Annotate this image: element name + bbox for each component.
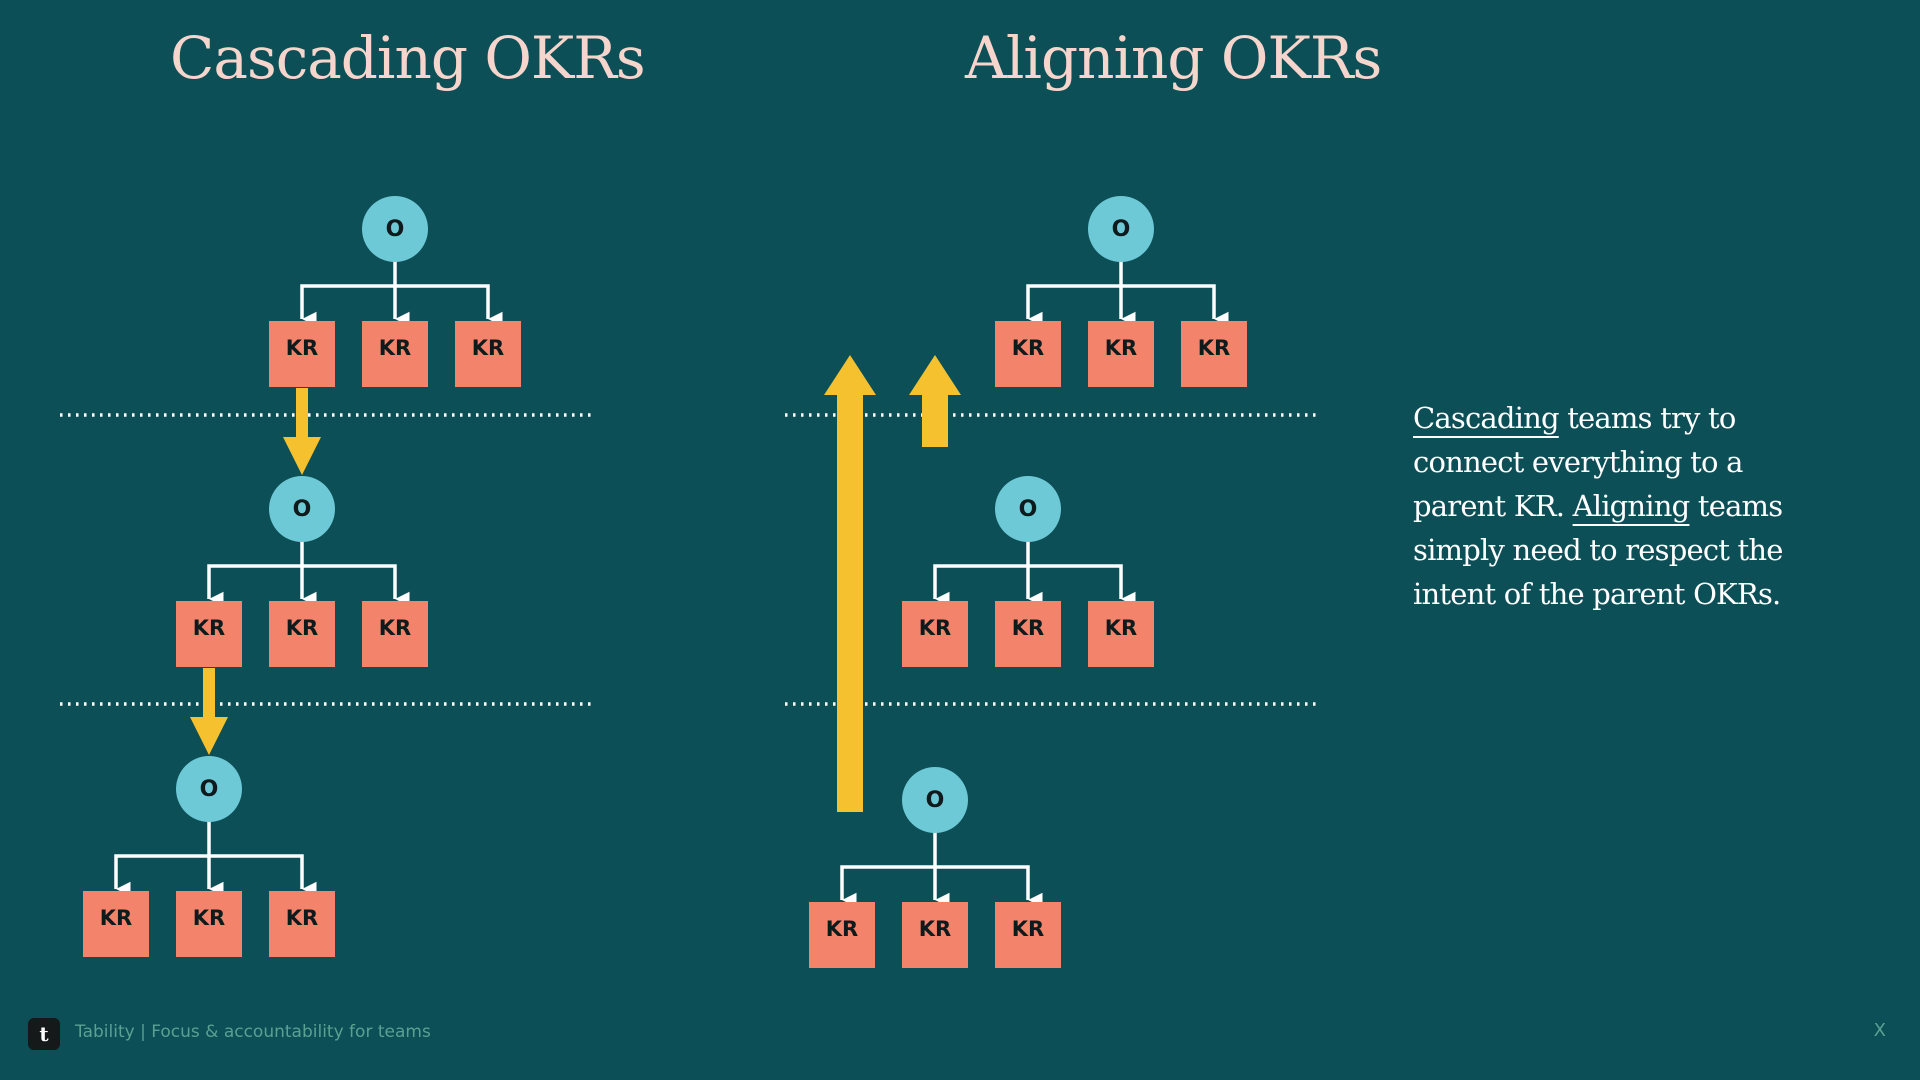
objective-node	[269, 476, 335, 542]
key-result-label: KR	[472, 336, 504, 360]
key-result-label: KR	[826, 917, 858, 941]
cascade-arrow-head	[283, 437, 321, 475]
explanation-part: teams simply need to respect the intent …	[1413, 489, 1783, 611]
key-result-node	[455, 321, 521, 387]
relationship-arrows	[190, 355, 961, 812]
key-result-node	[269, 601, 335, 667]
aligning-term: Aligning	[1572, 489, 1691, 523]
key-result-label: KR	[379, 616, 411, 640]
key-result-node	[995, 902, 1061, 968]
cascading-okrs-title: Cascading OKRs	[170, 24, 646, 92]
connector-line	[207, 564, 410, 607]
connector-line	[114, 854, 317, 897]
cascading-term: Cascading	[1413, 401, 1560, 435]
key-result-node	[1088, 321, 1154, 387]
align-arrow-head	[909, 355, 961, 395]
align-arrow-shaft	[922, 393, 948, 447]
key-result-label: KR	[100, 906, 132, 930]
key-result-label: KR	[1198, 336, 1230, 360]
okr-tree: O KR KR KR	[995, 196, 1247, 387]
connector-line	[840, 865, 1043, 908]
objective-node	[176, 756, 242, 822]
key-result-label: KR	[1105, 336, 1137, 360]
key-result-label: KR	[1012, 917, 1044, 941]
key-result-node	[902, 902, 968, 968]
key-result-label: KR	[193, 616, 225, 640]
objective-label: O	[926, 788, 945, 813]
key-result-label: KR	[286, 336, 318, 360]
page-mark: X	[1873, 1020, 1886, 1041]
team-level-dividers	[60, 413, 1318, 706]
cascade-arrow-shaft	[296, 388, 308, 439]
key-result-node	[362, 321, 428, 387]
tability-logo[interactable]: t	[28, 1018, 60, 1050]
key-result-label: KR	[379, 336, 411, 360]
objective-node	[995, 476, 1061, 542]
key-result-label: KR	[1105, 616, 1137, 640]
key-result-node	[995, 321, 1061, 387]
objective-label: O	[1112, 217, 1131, 242]
aligning-okrs-title: Aligning OKRs	[965, 24, 1382, 92]
cascade-arrow-shaft	[203, 668, 215, 719]
okr-tree: O KR KR KR	[83, 756, 335, 957]
footer-tagline: Tability | Focus & accountability for te…	[75, 1022, 431, 1042]
key-result-label: KR	[286, 906, 318, 930]
explanation-text: Cascading teams try to connect everythin…	[1413, 396, 1833, 616]
key-result-node	[1181, 321, 1247, 387]
objective-label: O	[386, 217, 405, 242]
key-result-node	[269, 321, 335, 387]
key-result-node	[83, 891, 149, 957]
key-result-label: KR	[1012, 336, 1044, 360]
cascade-arrow-head	[190, 717, 228, 755]
key-result-node	[995, 601, 1061, 667]
key-result-node	[176, 891, 242, 957]
objective-node	[902, 767, 968, 833]
objective-node	[362, 196, 428, 262]
objective-node	[1088, 196, 1154, 262]
key-result-label: KR	[919, 616, 951, 640]
okr-tree: O KR KR KR	[176, 476, 428, 667]
align-arrow-head	[824, 355, 876, 395]
key-result-label: KR	[1012, 616, 1044, 640]
key-result-node	[362, 601, 428, 667]
okr-tree: O KR KR KR	[902, 476, 1154, 667]
key-result-node	[1088, 601, 1154, 667]
key-result-node	[269, 891, 335, 957]
connector-line	[1026, 284, 1229, 327]
key-result-label: KR	[193, 906, 225, 930]
objective-label: O	[200, 777, 219, 802]
okr-trees: O KR KR KR O KR KR KR O KR KR KR O KR KR KR O KR KR KR O KR KR…	[83, 196, 1247, 968]
objective-label: O	[293, 497, 312, 522]
okr-tree: O KR KR KR	[809, 767, 1061, 968]
objective-label: O	[1019, 497, 1038, 522]
key-result-label: KR	[286, 616, 318, 640]
key-result-node	[176, 601, 242, 667]
okr-tree: O KR KR KR	[269, 196, 521, 387]
connector-line	[300, 284, 503, 327]
key-result-label: KR	[919, 917, 951, 941]
explanation-part: teams try to connect everything to a par…	[1413, 401, 1743, 523]
align-arrow-shaft	[837, 393, 863, 812]
key-result-node	[809, 902, 875, 968]
key-result-node	[902, 601, 968, 667]
connector-line	[933, 564, 1136, 607]
